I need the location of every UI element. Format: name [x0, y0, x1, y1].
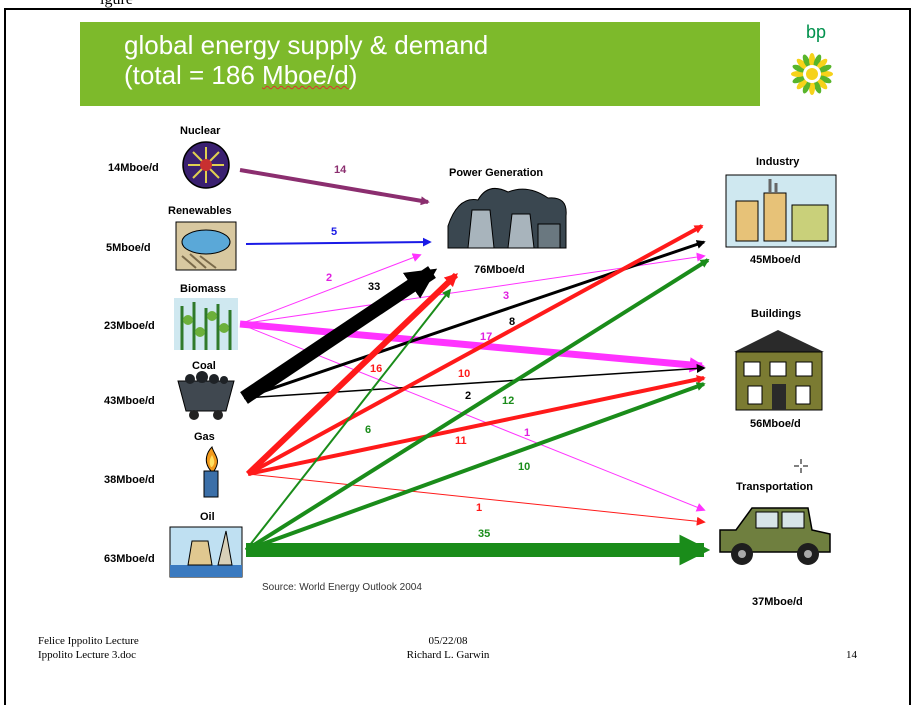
- flow-value-gas-transportation: 1: [476, 502, 482, 514]
- oil-rig-icon: [169, 526, 243, 578]
- source-note: Source: World Energy Outlook 2004: [262, 582, 422, 593]
- flow-arrow-renewables-power: [245, 237, 432, 247]
- flow-arrow-gas-transportation: [247, 473, 706, 526]
- footer-page-number: 14: [846, 648, 857, 662]
- footer-author: Richard L. Garwin: [406, 649, 490, 661]
- source-amount-biomass: 23Mboe/d: [104, 320, 155, 332]
- nuclear-icon: [182, 141, 230, 189]
- title-total-unit: Mboe/d: [262, 60, 349, 90]
- flow-value-oil-industry: 12: [502, 395, 514, 407]
- footer-date: 05/22/08: [428, 635, 468, 647]
- gas-flame-icon: [203, 446, 219, 498]
- source-amount-gas: 38Mboe/d: [104, 474, 155, 486]
- power-generation-name: Power Generation: [449, 167, 543, 179]
- flow-arrow-nuclear-power: [239, 168, 430, 206]
- source-amount-oil: 63Mboe/d: [104, 553, 155, 565]
- source-name-oil: Oil: [200, 511, 215, 523]
- sink-name-buildings: Buildings: [751, 308, 801, 320]
- title-total-suffix: ): [348, 60, 358, 90]
- flow-value-biomass-transportation: 1: [524, 427, 530, 439]
- flow-arrow-coal-power: [240, 266, 438, 404]
- flow-arrow-coal-buildings: [243, 363, 706, 399]
- heading-fragment-text: igure: [100, 0, 133, 9]
- clipped-heading-fragment: igure: [0, 0, 140, 10]
- flow-arrow-gas-industry: [247, 224, 704, 476]
- source-name-gas: Gas: [194, 431, 215, 443]
- truck-icon: [719, 507, 831, 565]
- flow-value-gas-buildings: 11: [455, 435, 467, 447]
- sink-name-transportation: Transportation: [736, 481, 813, 493]
- flow-value-oil-power: 6: [365, 424, 371, 436]
- flow-arrow-gas-buildings: [247, 375, 706, 476]
- flow-value-renewables-power: 5: [331, 226, 337, 238]
- flow-value-coal-industry: 8: [509, 316, 515, 328]
- source-name-coal: Coal: [192, 360, 216, 372]
- flow-arrow-gas-power: [245, 272, 459, 477]
- cursor-crosshair-icon: [794, 459, 808, 473]
- house-icon: [734, 330, 824, 411]
- flow-value-nuclear-power: 14: [334, 164, 347, 176]
- bp-helios-icon: [791, 53, 833, 95]
- flow-value-biomass-industry: 3: [503, 290, 509, 302]
- flow-value-coal-power: 33: [368, 281, 380, 293]
- flow-value-coal-buildings: 2: [465, 390, 471, 402]
- power-generation-amount: 76Mboe/d: [474, 264, 525, 276]
- source-amount-nuclear: 14Mboe/d: [108, 162, 159, 174]
- reservoir-icon: [175, 221, 237, 271]
- sink-name-industry: Industry: [756, 156, 800, 168]
- cornfield-icon: [174, 298, 238, 350]
- flow-arrow-biomass-buildings: [239, 320, 706, 373]
- footer-document-name: Ippolito Lecture 3.doc: [38, 649, 137, 661]
- factory-icon: [725, 174, 837, 248]
- page-frame: [4, 8, 911, 705]
- footer-center: 05/22/08 Richard L. Garwin: [388, 634, 508, 662]
- flow-value-gas-power: 16: [370, 363, 382, 375]
- flow-value-oil-buildings: 10: [518, 461, 530, 473]
- source-amount-coal: 43Mboe/d: [104, 395, 155, 407]
- slide-title: global energy supply & demand (total = 1…: [124, 30, 488, 90]
- bp-logo-text: bp: [806, 22, 827, 42]
- bp-logo: bp: [786, 22, 838, 100]
- source-name-nuclear: Nuclear: [180, 125, 221, 137]
- title-total-prefix: (total = 186: [124, 60, 263, 90]
- footer-left: Felice Ippolito Lecture Ippolito Lecture…: [38, 634, 139, 662]
- sink-amount-industry: 45Mboe/d: [750, 254, 801, 266]
- source-name-renewables: Renewables: [168, 205, 232, 217]
- sink-amount-buildings: 56Mboe/d: [750, 418, 801, 430]
- title-line-1: global energy supply & demand: [124, 30, 489, 60]
- flow-value-oil-transportation: 35: [478, 528, 490, 540]
- flow-value-gas-industry: 10: [458, 368, 470, 380]
- flow-arrow-oil-power: [245, 288, 452, 551]
- power-plant-icon: [447, 187, 567, 249]
- title-banner: global energy supply & demand (total = 1…: [80, 22, 760, 106]
- flow-arrow-oil-buildings: [245, 382, 706, 552]
- footer-page-number-text: 14: [846, 649, 857, 661]
- sink-amount-transportation: 37Mboe/d: [752, 596, 803, 608]
- flow-value-biomass-power: 2: [326, 272, 332, 284]
- source-name-biomass: Biomass: [180, 283, 226, 295]
- flow-arrow-oil-industry: [244, 258, 710, 552]
- footer-lecture-title: Felice Ippolito Lecture: [38, 635, 139, 647]
- flow-arrow-biomass-power: [239, 253, 422, 325]
- coal-cart-icon: [177, 371, 235, 420]
- source-amount-renewables: 5Mboe/d: [106, 242, 151, 254]
- title-line-2: (total = 186 Mboe/d): [124, 60, 488, 90]
